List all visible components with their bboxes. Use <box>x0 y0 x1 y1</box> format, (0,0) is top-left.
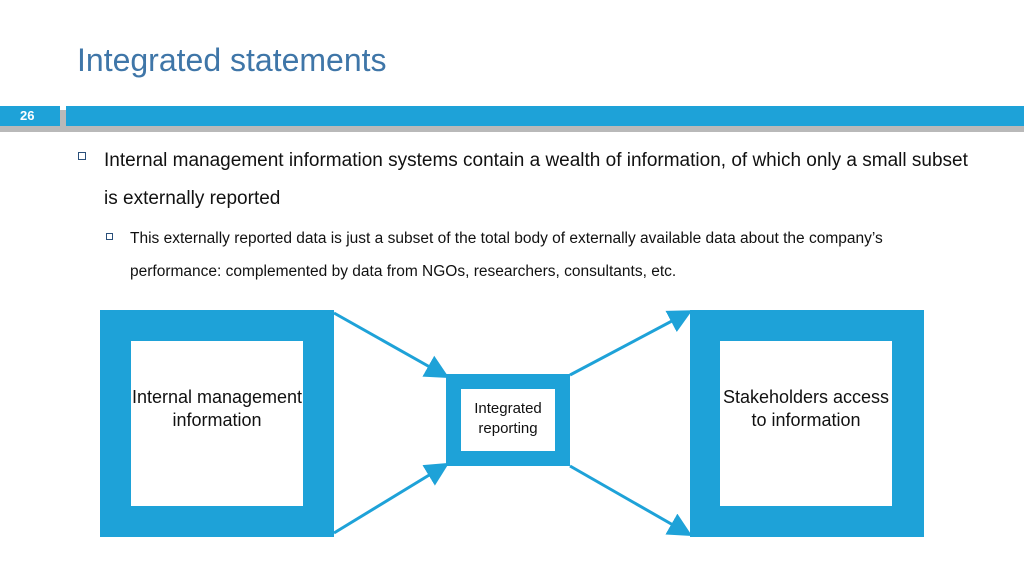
bullet-level-1-text: Internal management information systems … <box>104 150 968 209</box>
arrow-left-bottom <box>333 462 450 535</box>
arrow-right-top <box>569 310 693 377</box>
arrow-left-top <box>333 311 450 378</box>
left-box-inner <box>131 341 303 506</box>
bullet-level-1: Internal management information systems … <box>78 142 978 218</box>
middle-box-inner <box>461 389 555 451</box>
header-rule <box>66 106 1024 126</box>
right-box-inner <box>720 341 892 506</box>
slide-number: 26 <box>0 106 60 126</box>
bullet-level-2: This externally reported data is just a … <box>106 222 966 288</box>
square-bullet-icon <box>78 152 86 160</box>
arrow-right-bottom <box>569 464 693 536</box>
middle-box-label: Integrated reporting <box>474 400 542 437</box>
square-bullet-icon <box>106 233 113 240</box>
slide-title: Integrated statements <box>77 42 387 78</box>
left-box-label: Internal management information <box>131 387 303 430</box>
right-box-label: Stakeholders access to information <box>722 387 890 430</box>
bullet-level-2-text: This externally reported data is just a … <box>130 230 883 280</box>
